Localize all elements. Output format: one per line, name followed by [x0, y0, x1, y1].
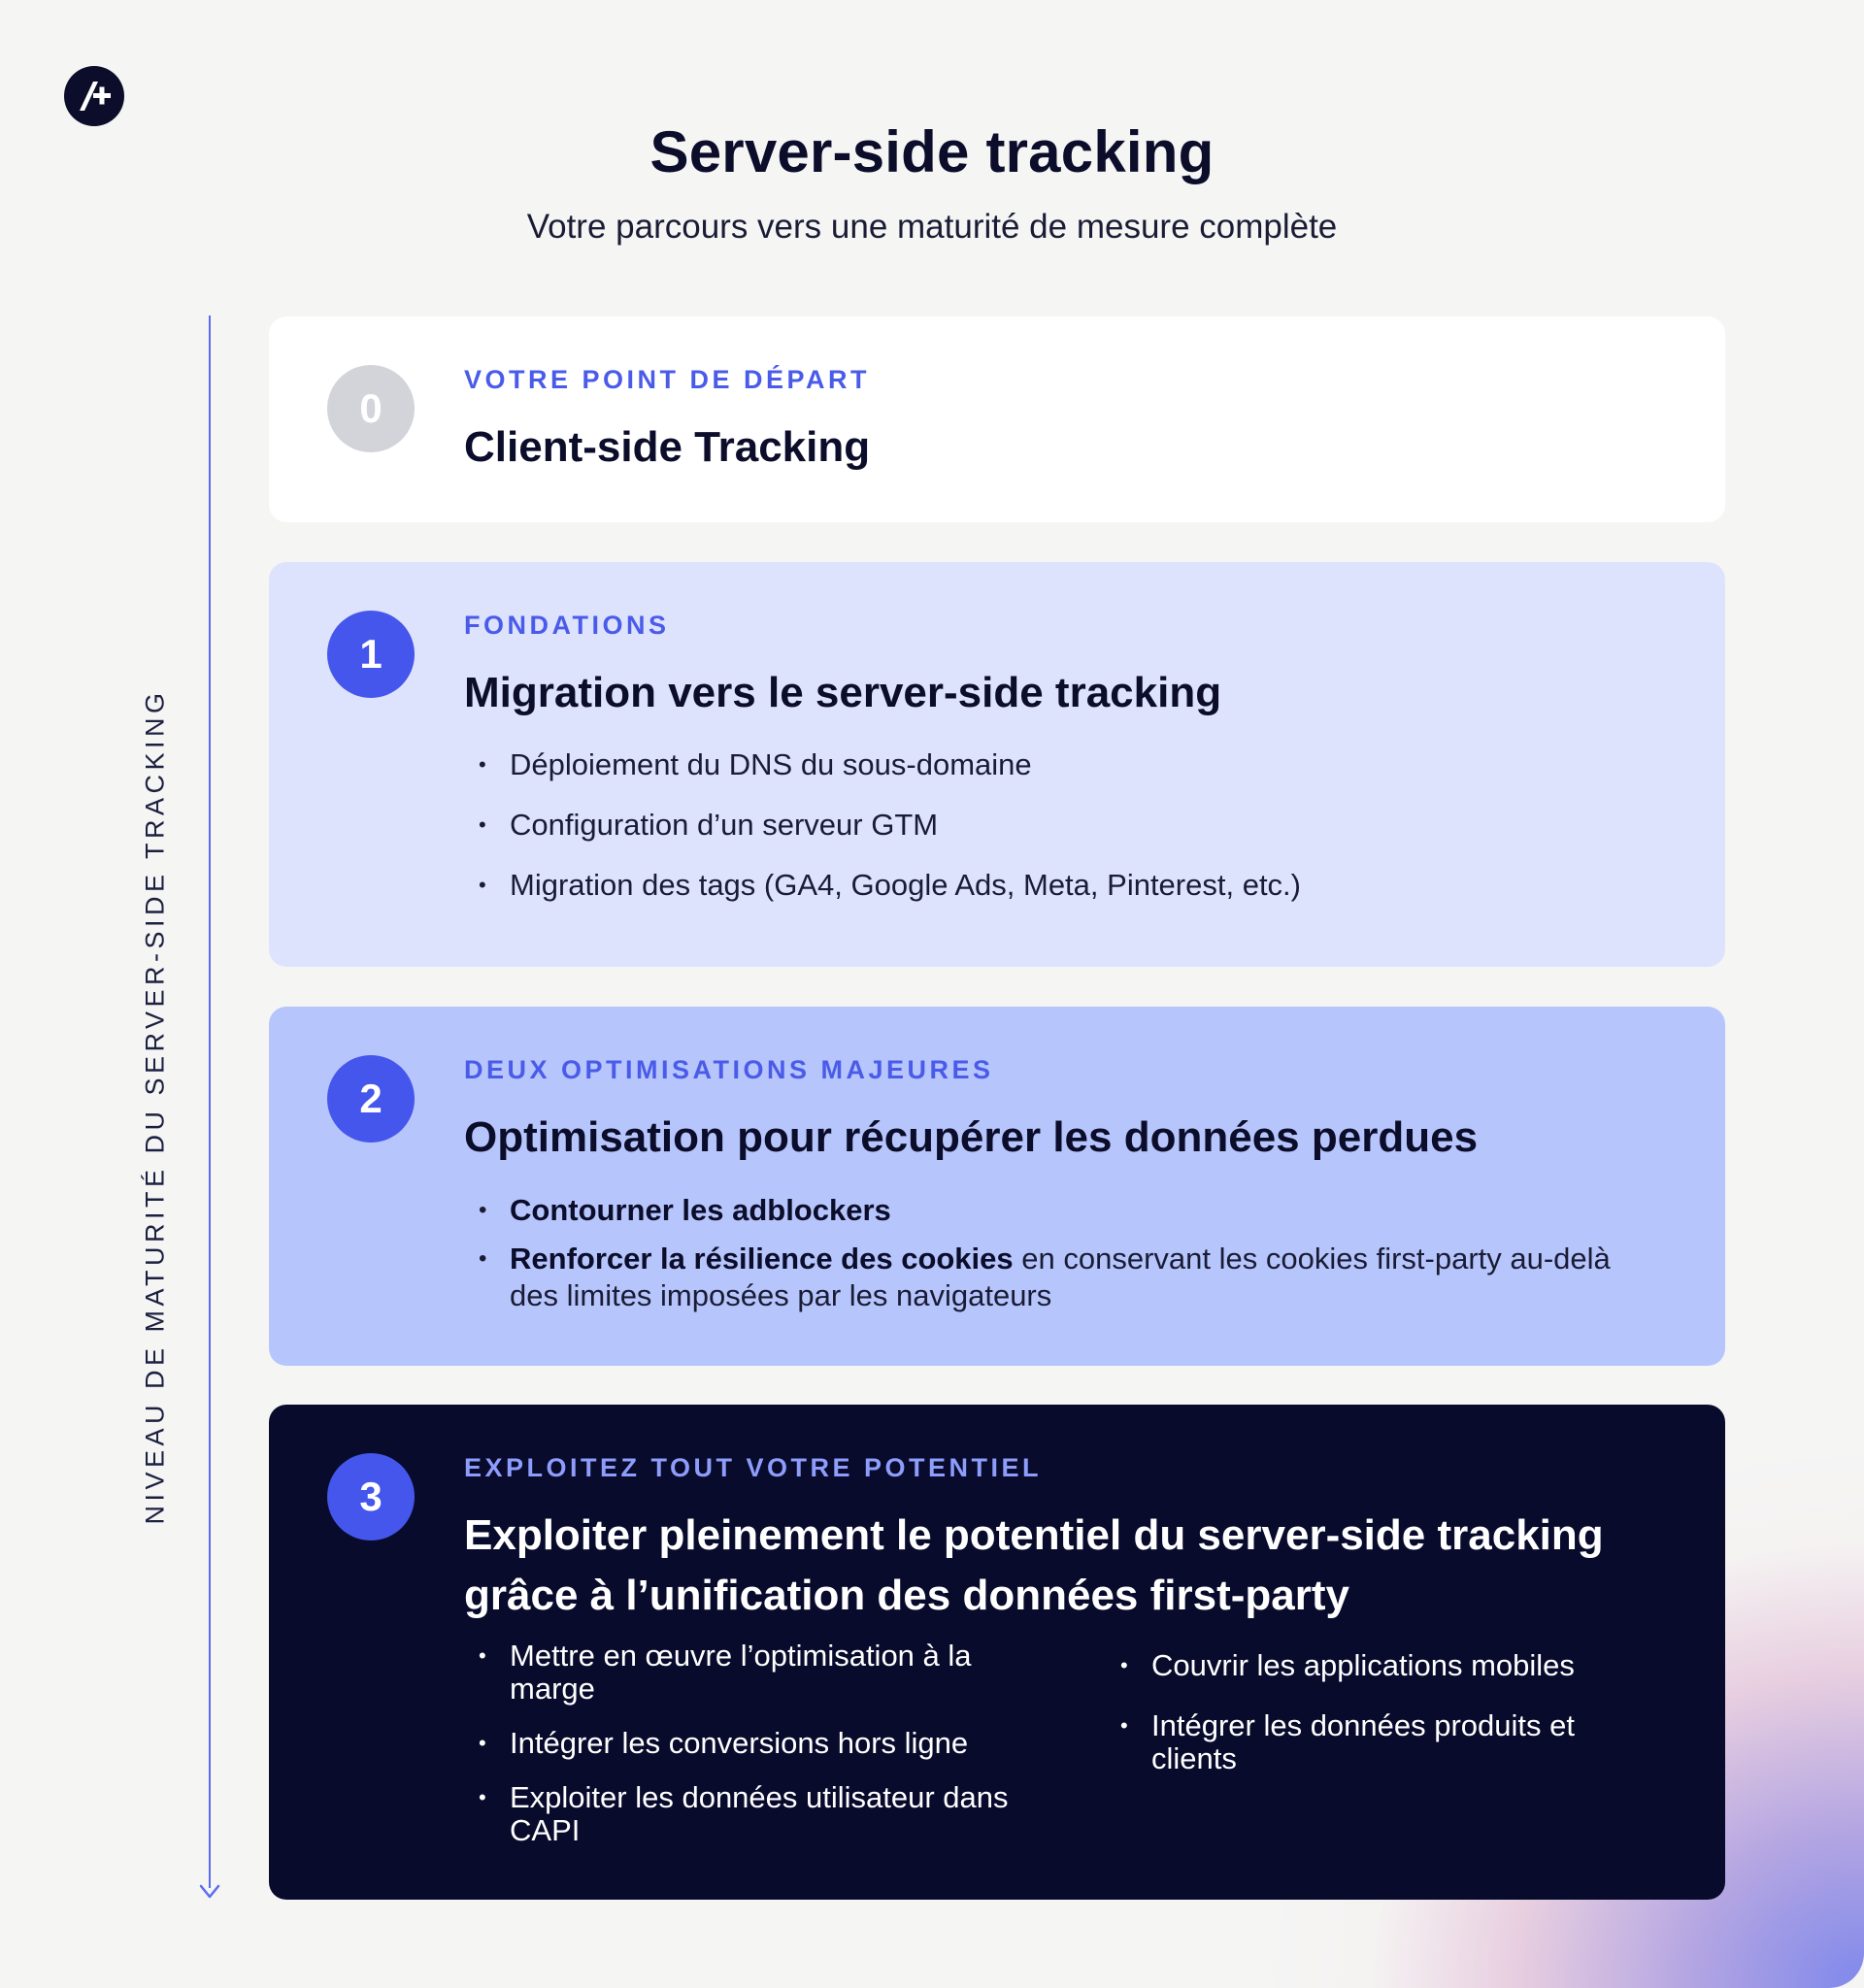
step-eyebrow: Fondations — [464, 611, 670, 640]
step-eyebrow: Votre point de départ — [464, 365, 871, 394]
maturity-axis-line — [209, 315, 211, 1888]
a-plus-logo-icon — [64, 66, 124, 126]
list-item-emphasis: Renforcer la résilience des cookies — [510, 1242, 1014, 1276]
list-item: Intégrer les données produits et clients — [1120, 1709, 1664, 1775]
list-item: Intégrer les conversions hors ligne — [479, 1727, 1061, 1761]
step-heading: Optimisation pour récupérer les données … — [464, 1113, 1479, 1161]
list-item: Mettre en œuvre l’optimisation à la marg… — [479, 1640, 1061, 1706]
step-item-list-left: Mettre en œuvre l’optimisation à la marg… — [479, 1640, 1061, 1869]
step-number-badge: 2 — [327, 1055, 415, 1143]
step-number-badge: 1 — [327, 611, 415, 698]
step-eyebrow: Deux optimisations majeures — [464, 1055, 994, 1084]
list-item: Configuration d’un serveur GTM — [479, 807, 1301, 867]
step-item-list: Déploiement du DNS du sous-domaine Confi… — [479, 746, 1301, 927]
step-item-list: Contourner les adblockers Renforcer la r… — [479, 1192, 1663, 1326]
step-number-badge: 0 — [327, 365, 415, 452]
step-card-3: 3 Exploitez tout votre potentiel Exploit… — [269, 1405, 1725, 1900]
step-heading: Client-side Tracking — [464, 423, 871, 471]
list-item: Exploiter les données utilisateur dans C… — [479, 1781, 1061, 1847]
page-title: Server-side tracking — [649, 119, 1215, 184]
step-item-list-right: Couvrir les applications mobiles Intégre… — [1120, 1649, 1664, 1803]
step-eyebrow: Exploitez tout votre potentiel — [464, 1453, 1043, 1482]
step-heading: Migration vers le server-side tracking — [464, 669, 1222, 716]
step-card-0: 0 Votre point de départ Client-side Trac… — [269, 316, 1725, 522]
list-item: Renforcer la résilience des cookies en c… — [479, 1241, 1663, 1314]
arrow-down-icon — [199, 1884, 220, 1899]
list-item-text: en conservant les cookies first-party au… — [510, 1242, 1611, 1312]
step-heading: Exploiter pleinement le potentiel du ser… — [464, 1511, 1604, 1619]
step-card-2: 2 Deux optimisations majeures Optimisati… — [269, 1007, 1725, 1366]
list-item: Couvrir les applications mobiles — [1120, 1649, 1664, 1683]
list-item-emphasis: Contourner les adblockers — [510, 1193, 891, 1227]
list-item: Déploiement du DNS du sous-domaine — [479, 746, 1301, 807]
list-item: Contourner les adblockers — [479, 1192, 1663, 1229]
step-number-badge: 3 — [327, 1453, 415, 1541]
page-subtitle: Votre parcours vers une maturité de mesu… — [526, 208, 1338, 246]
maturity-axis-label: Niveau de maturité du server-side tracki… — [140, 688, 170, 1525]
step-card-1: 1 Fondations Migration vers le server-si… — [269, 562, 1725, 967]
list-item: Migration des tags (GA4, Google Ads, Met… — [479, 867, 1301, 927]
